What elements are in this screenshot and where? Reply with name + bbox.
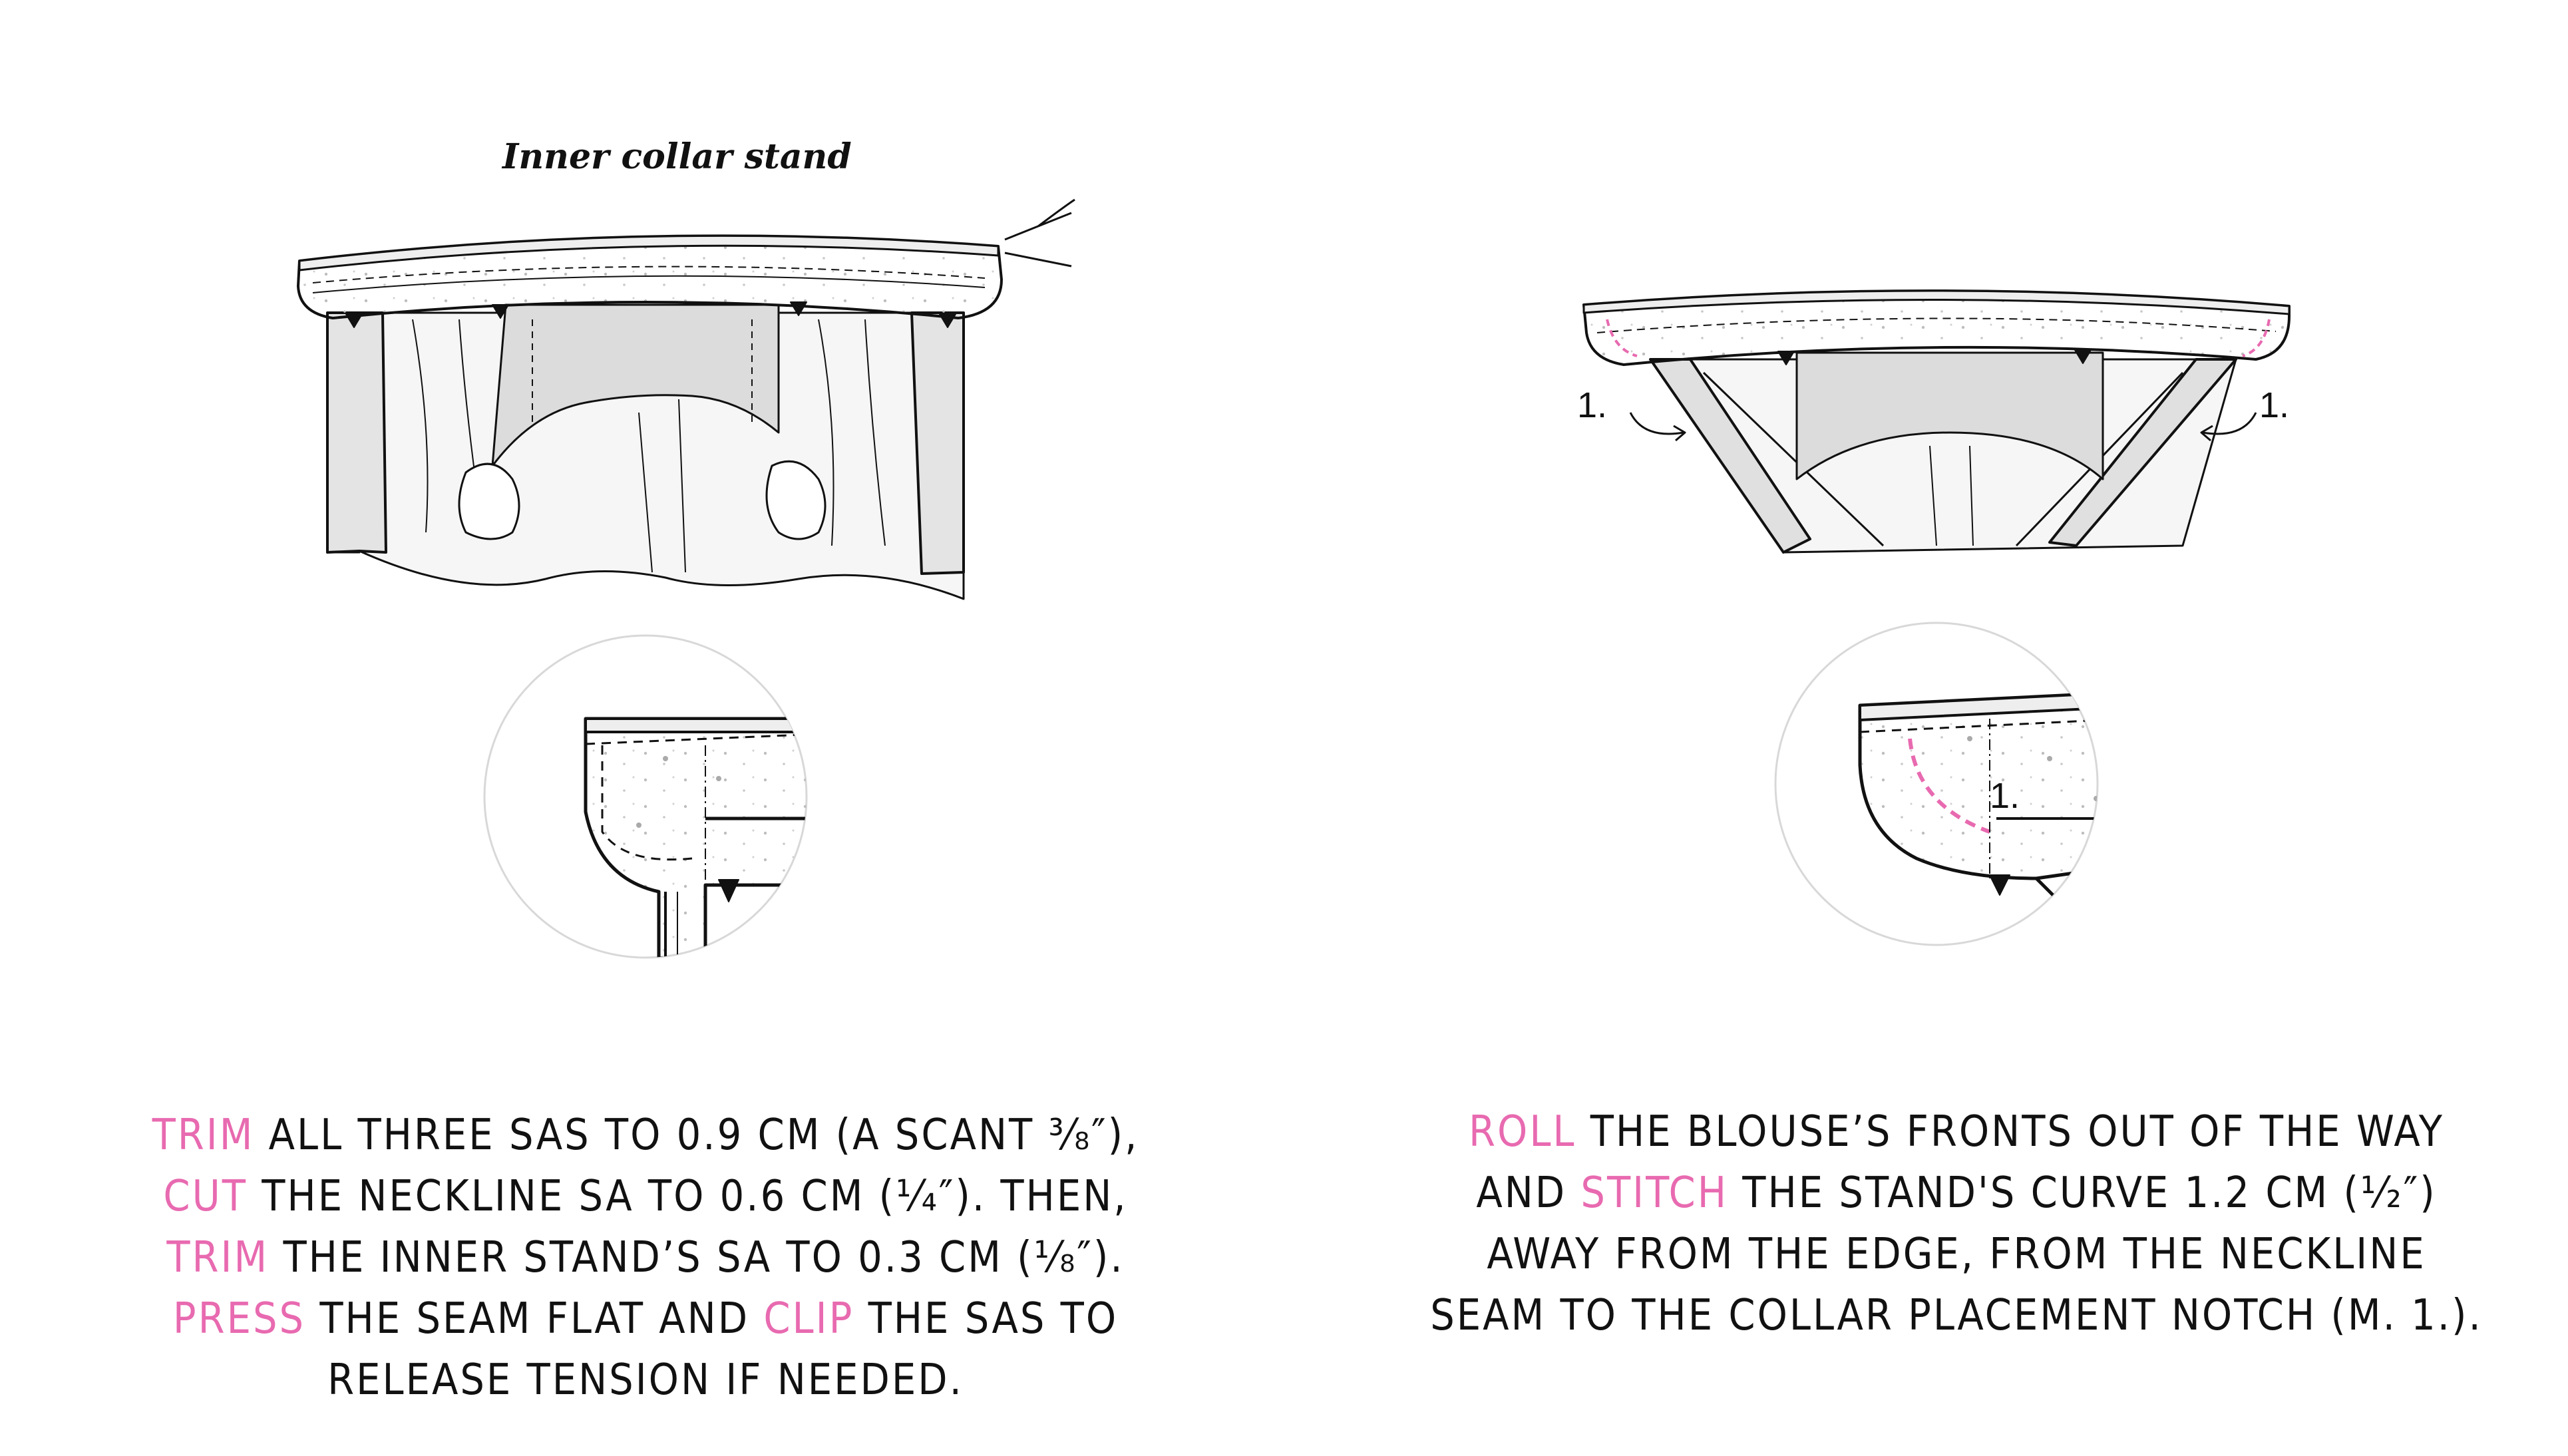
right-instruction-text: THE BLOUSE’S FRONTS OUT OF THE WAY [1576, 1107, 2444, 1157]
left-instruction-text: THE SAS TO [854, 1294, 1119, 1344]
notch-marker: 1. [1990, 776, 2020, 816]
roll-arrow-right-icon [2202, 412, 2257, 435]
right-instruction-text: SEAM TO THE COLLAR PLACEMENT NOTCH (M. 1… [1430, 1291, 2483, 1340]
left-instruction-line: PRESS THE SEAM FLAT AND CLIP THE SAS TO [100, 1288, 1191, 1350]
roll-marker-left: 1. [1577, 385, 1608, 425]
left-yoke [491, 303, 780, 467]
right-instruction-text: THE STAND'S CURVE 1.2 CM (¹⁄₂″) [1728, 1169, 2437, 1218]
left-front-band-left [326, 311, 387, 554]
stitch-curve-pink [1908, 738, 1991, 834]
roll-arrow-left-icon [1629, 412, 1684, 435]
right-instruction-action-word: STITCH [1580, 1169, 1729, 1218]
left-front-band-right [910, 311, 965, 575]
left-instruction-text: RELEASE TENSION IF NEEDED. [327, 1356, 964, 1405]
right-instruction-line: AWAY FROM THE EDGE, FROM THE NECKLINE [1411, 1224, 2502, 1285]
left-detail-circle [483, 634, 808, 959]
left-instruction-line: RELEASE TENSION IF NEEDED. [100, 1350, 1191, 1411]
left-instruction-action-word: CLIP [763, 1294, 854, 1344]
right-instruction-line: SEAM TO THE COLLAR PLACEMENT NOTCH (M. 1… [1411, 1285, 2502, 1346]
left-instruction-line: TRIM THE INNER STAND’S SA TO 0.3 CM (¹⁄₈… [100, 1227, 1191, 1288]
roll-marker-right: 1. [2259, 385, 2290, 425]
left-instruction-action-word: TRIM [166, 1233, 270, 1282]
right-detail-circle [1774, 622, 2099, 946]
left-instruction-action-word: PRESS [172, 1294, 306, 1344]
right-collar-illustration [1582, 289, 2291, 554]
right-rolled-front-right [2048, 358, 2237, 547]
scissors-icon [1004, 198, 1075, 268]
inner-collar-stand-label: Inner collar stand [502, 136, 852, 177]
left-instruction-text: ALL THREE SAS TO 0.9 CM (A SCANT ³⁄₈″), [254, 1111, 1139, 1160]
right-instruction-line: AND STITCH THE STAND'S CURVE 1.2 CM (¹⁄₂… [1411, 1163, 2502, 1224]
right-instruction-text: AWAY FROM THE EDGE, FROM THE NECKLINE [1487, 1230, 2426, 1279]
left-instruction-text: THE INNER STAND’S SA TO 0.3 CM (¹⁄₈″). [269, 1233, 1125, 1282]
left-instruction-line: CUT THE NECKLINE SA TO 0.6 CM (¹⁄₄″). TH… [100, 1166, 1191, 1227]
left-instruction-text: THE NECKLINE SA TO 0.6 CM (¹⁄₄″). THEN, [247, 1172, 1128, 1221]
left-collar-illustration [297, 198, 1075, 600]
right-instruction-action-word: ROLL [1469, 1107, 1576, 1157]
left-instruction-action-word: CUT [163, 1172, 248, 1221]
left-instructions: TRIM ALL THREE SAS TO 0.9 CM (A SCANT ³⁄… [100, 1105, 1191, 1411]
left-instruction-line: TRIM ALL THREE SAS TO 0.9 CM (A SCANT ³⁄… [100, 1105, 1191, 1166]
right-instruction-line: ROLL THE BLOUSE’S FRONTS OUT OF THE WAY [1411, 1101, 2502, 1163]
right-instruction-text: AND [1476, 1169, 1581, 1218]
left-instruction-action-word: TRIM [152, 1111, 255, 1160]
left-instruction-text: THE SEAM FLAT AND [305, 1294, 764, 1344]
